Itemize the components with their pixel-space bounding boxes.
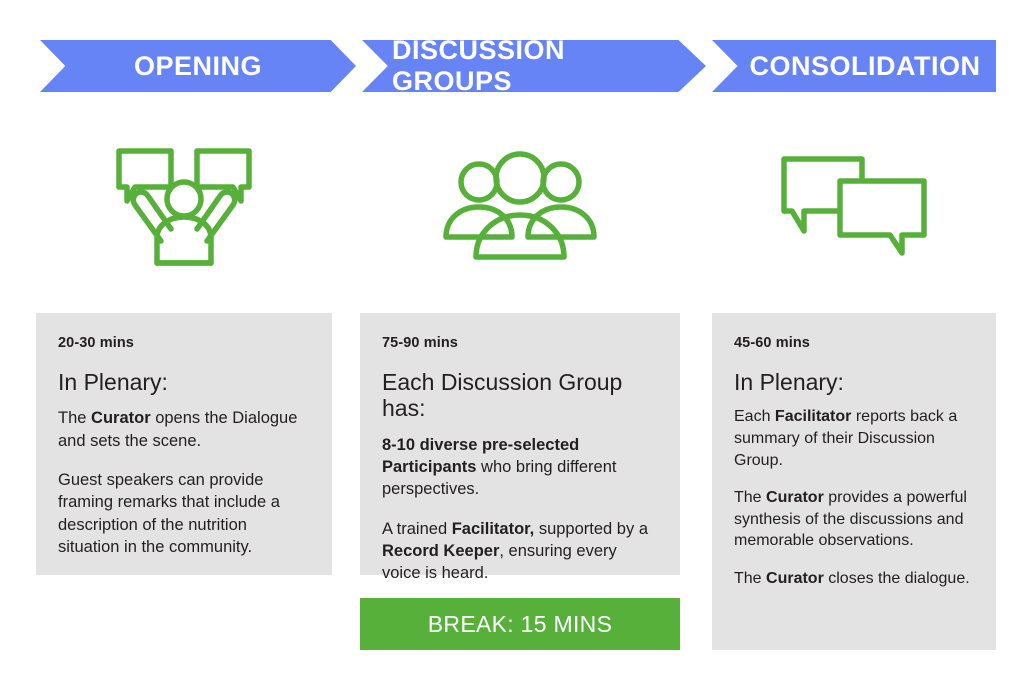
card-paragraph: The Curator provides a powerful synthesi… [734,487,974,552]
break-banner-label: BREAK: 15 MINS [427,610,613,637]
emphasis-text: 8-10 diverse pre-selected Participants [382,435,580,477]
duration-label: 45-60 mins [734,335,810,351]
icon-cell-opening [36,132,332,282]
emphasis-text: Facilitator [774,408,852,426]
body-text: A trained [382,519,452,538]
phase-banner-opening: OPENING [40,40,356,92]
body-text: opens the Dialogue and sets the scene. [58,409,298,450]
phase-icon-row [0,132,1024,282]
person-raising-arms-with-speech-bubbles-icon [109,143,259,271]
two-speech-bubbles-icon [778,153,930,261]
emphasis-text: Curator [766,570,824,587]
card-paragraph: Each Facilitator reports back a summary … [734,406,974,471]
card-heading: Each Discussion Group has: [382,369,623,422]
phase-banner-row: OPENING DISCUSSION GROUPS CONSOLIDATION [0,40,1024,92]
emphasis-text: Facilitator, [451,519,535,538]
group-of-three-people-icon [438,151,602,263]
break-banner: BREAK: 15 MINS [360,598,680,650]
body-text: The [58,409,92,428]
phase-card-opening: 20-30 mins In Plenary: The Curator opens… [36,313,332,575]
card-body: 8-10 diverse pre-selected Participants w… [382,434,658,585]
body-text: closes the dialogue. [823,570,970,587]
phase-card-consolidation: 45-60 mins In Plenary: Each Facilitator … [712,313,996,650]
body-text: The [734,489,767,507]
body-text: who bring different perspectives. [382,458,617,499]
phase-banner-label: DISCUSSION GROUPS [392,35,566,96]
card-body: Each Facilitator reports back a summary … [734,406,974,589]
card-heading: In Plenary: [58,369,168,395]
body-text: Each [734,408,775,426]
duration-label: 20-30 mins [58,335,134,351]
icon-cell-discussion-groups [360,132,680,282]
body-text: , ensuring every voice is heard. [382,541,617,583]
icon-cell-consolidation [712,132,996,282]
card-body: The Curator opens the Dialogue and sets … [58,407,310,558]
emphasis-text: Curator [91,409,151,428]
duration-label: 75-90 mins [382,335,458,351]
card-paragraph: A trained Facilitator, supported by a Re… [382,518,658,585]
card-heading: In Plenary: [734,369,844,395]
body-text: Guest speakers can provide framing remar… [58,470,280,556]
body-text: supported by a [534,519,648,538]
card-paragraph: 8-10 diverse pre-selected Participants w… [382,434,658,501]
phase-banner-discussion-groups: DISCUSSION GROUPS [362,40,706,92]
card-paragraph: Guest speakers can provide framing remar… [58,469,310,558]
body-text: The [734,570,767,587]
body-text: reports back a summary of their Discussi… [734,408,958,469]
phase-banner-label: OPENING [133,50,263,81]
card-paragraph: The Curator opens the Dialogue and sets … [58,407,310,452]
body-text: provides a powerful synthesis of the dis… [734,489,967,550]
emphasis-text: Curator [766,489,824,507]
emphasis-text: Record Keeper [382,541,500,560]
card-paragraph: The Curator closes the dialogue. [734,568,974,590]
phase-banner-consolidation: CONSOLIDATION [712,40,996,92]
phase-banner-label: CONSOLIDATION [749,50,981,81]
phase-card-discussion-groups: 75-90 mins Each Discussion Group has: 8-… [360,313,680,582]
